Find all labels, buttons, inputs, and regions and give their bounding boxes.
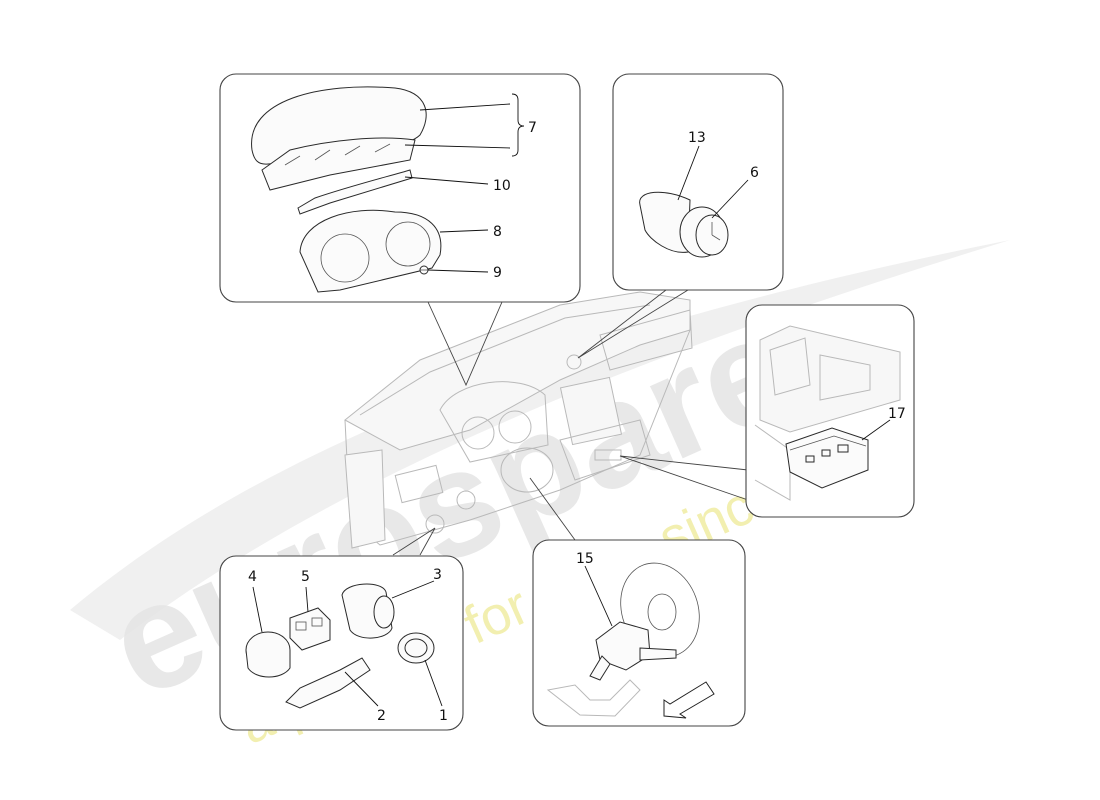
panel-frame-switches bbox=[219, 555, 464, 731]
start-button bbox=[341, 583, 395, 639]
usb-hub-position bbox=[594, 449, 622, 461]
connector-usb bbox=[619, 455, 749, 501]
cluster-hood bbox=[439, 381, 549, 463]
steering-column-shaft bbox=[546, 679, 641, 717]
bracket-7 bbox=[511, 93, 525, 157]
switch-mounting-bracket bbox=[285, 657, 371, 709]
direction-arrow bbox=[663, 681, 715, 719]
glovebox bbox=[599, 309, 693, 371]
panel-frame-clock bbox=[612, 73, 784, 291]
callout-3: 3 bbox=[433, 567, 442, 583]
connector-clock bbox=[577, 289, 689, 359]
cluster-screw bbox=[419, 265, 429, 275]
instrument-cluster bbox=[299, 209, 442, 293]
callout-4: 4 bbox=[248, 569, 257, 585]
switch-panel-knob-b bbox=[456, 490, 476, 510]
callout-2: 2 bbox=[377, 708, 386, 724]
panel-usb-hub: 17 bbox=[745, 304, 915, 518]
callout-1: 1 bbox=[439, 708, 448, 724]
panel-switches: 4 5 3 2 1 bbox=[219, 555, 464, 731]
callout-13: 13 bbox=[688, 130, 706, 146]
cluster-gauge-left bbox=[320, 233, 370, 283]
steering-column-switch bbox=[589, 621, 677, 681]
left-air-vent bbox=[394, 464, 444, 504]
callout-17: 17 bbox=[888, 406, 906, 422]
connector-cluster bbox=[427, 301, 503, 387]
panel-instrument-cluster: 7 10 8 9 bbox=[219, 73, 581, 303]
callout-5: 5 bbox=[301, 569, 310, 585]
callout-10: 10 bbox=[493, 178, 511, 194]
switch-panel-knob-a bbox=[425, 514, 445, 534]
cluster-trim-strip bbox=[297, 169, 413, 215]
panel-connectors bbox=[392, 289, 749, 556]
cluster-dial-left bbox=[461, 416, 495, 450]
panel-steering: 15 bbox=[532, 539, 746, 727]
cluster-gauge-right bbox=[385, 221, 431, 267]
callout-9: 9 bbox=[493, 265, 502, 281]
cluster-dial-right bbox=[498, 410, 532, 444]
dashboard-top-seam bbox=[359, 304, 651, 416]
center-console bbox=[559, 419, 651, 481]
analog-clock bbox=[679, 206, 729, 258]
panel-clock: 13 6 bbox=[612, 73, 784, 291]
dashboard-left-end bbox=[344, 449, 386, 549]
start-button-trim-ring bbox=[397, 632, 435, 664]
center-display bbox=[559, 376, 623, 446]
console-section bbox=[759, 325, 901, 433]
callout-8: 8 bbox=[493, 224, 502, 240]
dash-clock-position bbox=[566, 354, 582, 370]
usb-hub bbox=[785, 427, 869, 489]
callout-7: 7 bbox=[528, 120, 537, 136]
headlight-switch bbox=[245, 631, 291, 678]
steering-hub bbox=[500, 447, 554, 493]
dashboard-overview bbox=[344, 291, 693, 549]
connector-switches bbox=[392, 527, 436, 556]
connector-steering bbox=[529, 477, 576, 541]
callout-6: 6 bbox=[750, 165, 759, 181]
callout-15: 15 bbox=[576, 551, 594, 567]
switch-block bbox=[289, 607, 331, 651]
watermark-swoosh bbox=[70, 240, 1010, 640]
